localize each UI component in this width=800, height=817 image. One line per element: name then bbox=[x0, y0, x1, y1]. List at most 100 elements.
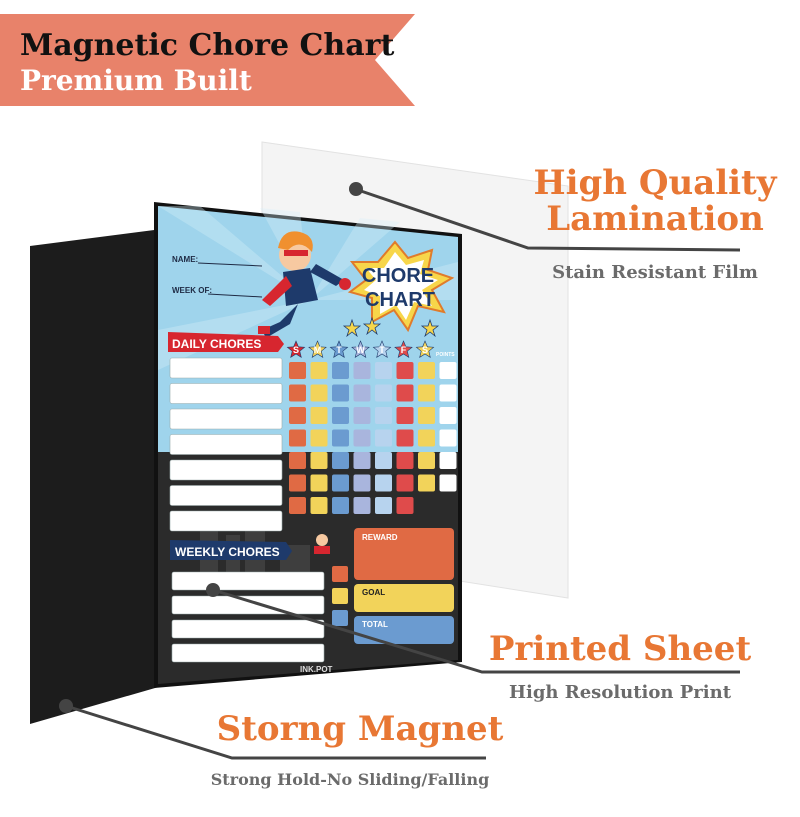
grid-cell bbox=[353, 474, 371, 492]
grid-cell bbox=[418, 407, 435, 424]
grid-cell bbox=[396, 384, 414, 402]
banner-title: Magnetic Chore Chart bbox=[20, 28, 395, 63]
grid-cell bbox=[396, 474, 414, 492]
callout-lines bbox=[65, 188, 741, 760]
grid-cell bbox=[310, 362, 328, 379]
name-label: NAME: bbox=[172, 255, 198, 264]
brand-mark: INK.POT bbox=[300, 665, 333, 674]
daily-chore-row bbox=[169, 434, 283, 455]
weekly-chore-row bbox=[171, 595, 325, 615]
grid-cell bbox=[353, 407, 371, 424]
grid-cell bbox=[289, 384, 306, 402]
grid-cell bbox=[353, 362, 371, 379]
grid-cell bbox=[332, 429, 349, 447]
magnet-heading: Storng Magnet bbox=[216, 709, 504, 749]
points-label: POINTS bbox=[436, 352, 455, 358]
weekly-chores-header: WEEKLY CHORES bbox=[175, 545, 280, 559]
logo-line-2: CHART bbox=[365, 289, 435, 311]
day-letter: S bbox=[293, 345, 299, 355]
day-letter: F bbox=[401, 345, 407, 355]
grid-cell bbox=[396, 452, 414, 469]
total-label: TOTAL bbox=[362, 620, 388, 629]
grid-cell bbox=[332, 362, 349, 379]
decorative-stars bbox=[342, 316, 440, 338]
chore-chart-logo bbox=[347, 240, 455, 333]
grid-cell bbox=[310, 452, 328, 469]
day-letter: S bbox=[422, 345, 428, 355]
grid-cell bbox=[396, 362, 414, 379]
daily-chore-row bbox=[169, 459, 283, 481]
grid-cell bbox=[418, 474, 435, 492]
day-star bbox=[394, 340, 413, 358]
grid-cell bbox=[310, 497, 328, 514]
grid-cell bbox=[289, 407, 306, 424]
daily-chores-header-bg bbox=[168, 332, 284, 352]
day-letter: W bbox=[356, 345, 365, 355]
grid-cell bbox=[375, 474, 392, 492]
grid-cell bbox=[310, 474, 328, 492]
day-star bbox=[308, 340, 327, 358]
grid-cell bbox=[439, 474, 457, 492]
grid-cell bbox=[332, 452, 349, 469]
reward-label: REWARD bbox=[362, 533, 398, 542]
day-star bbox=[351, 340, 370, 358]
banner-ribbon bbox=[0, 14, 415, 106]
daily-chore-row bbox=[169, 357, 283, 379]
weekly-chores-header-bg bbox=[170, 540, 292, 560]
grid-cell bbox=[289, 474, 306, 492]
grid-cell bbox=[310, 384, 328, 402]
goal-label: GOAL bbox=[362, 588, 385, 597]
printed-sheet-subtitle: High Resolution Print bbox=[508, 682, 732, 703]
daily-chore-row bbox=[169, 408, 283, 430]
lamination-heading-line-1: High Quality bbox=[533, 163, 777, 203]
day-star bbox=[329, 340, 349, 358]
grid-cell bbox=[375, 362, 392, 379]
day-letter: T bbox=[336, 345, 342, 355]
week-label: WEEK OF: bbox=[172, 286, 212, 295]
day-letter: M bbox=[314, 345, 322, 355]
grid-cell bbox=[418, 384, 435, 402]
total-box bbox=[354, 616, 454, 644]
grid-cell bbox=[418, 429, 435, 447]
grid-cell bbox=[332, 497, 349, 514]
printed-pointer-dot bbox=[206, 583, 220, 597]
grid-cell bbox=[418, 452, 435, 469]
weekly-chore-row bbox=[171, 619, 325, 639]
daily-chore-row bbox=[169, 510, 283, 532]
daily-chore-row bbox=[169, 485, 283, 506]
reward-box bbox=[354, 528, 454, 580]
magnet-pointer-dot bbox=[59, 699, 73, 713]
day-star bbox=[415, 340, 435, 358]
grid-cell bbox=[332, 384, 349, 402]
grid-cell bbox=[353, 384, 371, 402]
title-banner bbox=[0, 14, 415, 106]
printed-sheet-heading: Printed Sheet bbox=[488, 629, 752, 669]
day-letter: T bbox=[379, 345, 385, 355]
grid-cell bbox=[396, 429, 414, 447]
weekly-chore-rows bbox=[171, 571, 325, 663]
magnet-sheet bbox=[30, 229, 162, 724]
grid-cell bbox=[396, 407, 414, 424]
grid-cell bbox=[439, 384, 457, 402]
daily-chore-rows bbox=[169, 357, 283, 532]
weekly-chore-row bbox=[171, 571, 325, 591]
grid-cell bbox=[439, 407, 457, 424]
grid-cell bbox=[375, 452, 392, 469]
grid-cell bbox=[310, 407, 328, 424]
grid-cell bbox=[332, 407, 349, 424]
grid-cell bbox=[375, 407, 392, 424]
lamination-heading-line-2: Lamination bbox=[546, 198, 764, 239]
grid-cell bbox=[353, 452, 371, 469]
lamination-pointer-dot bbox=[349, 182, 363, 196]
goal-box bbox=[354, 584, 454, 612]
superhero-illustration bbox=[258, 231, 351, 338]
grid-cell bbox=[310, 429, 328, 447]
weekly-hero-icon bbox=[314, 534, 330, 554]
day-star bbox=[286, 340, 306, 358]
grid-cell bbox=[332, 474, 349, 492]
banner-subtitle: Premium Built bbox=[20, 64, 252, 97]
tracking-grid bbox=[289, 362, 457, 514]
